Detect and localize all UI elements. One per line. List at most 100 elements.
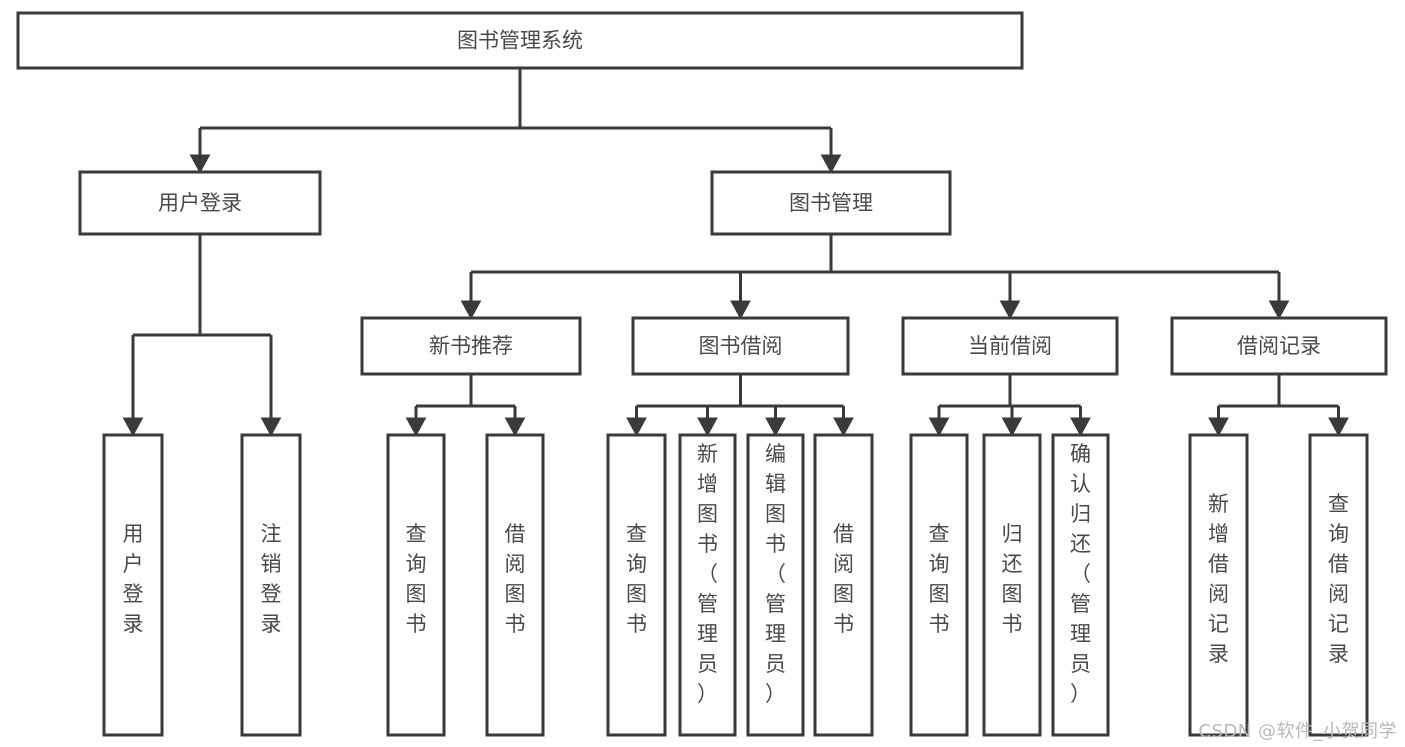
node-box-leaf-confirm-return[interactable]	[1051, 433, 1110, 737]
svg-text:登: 登	[123, 582, 144, 606]
svg-text:询: 询	[929, 552, 950, 576]
svg-text:增: 增	[697, 472, 718, 496]
svg-text:阅: 阅	[505, 552, 526, 576]
svg-text:（: （	[765, 562, 786, 586]
svg-text:管: 管	[765, 592, 786, 616]
node-label-current-borrow: 当前借阅	[968, 334, 1052, 358]
node-label-book-manage: 图书管理	[789, 191, 873, 215]
svg-text:录: 录	[1208, 642, 1229, 666]
svg-text:）: ）	[1070, 682, 1091, 706]
node-box-leaf-return-book[interactable]	[982, 433, 1042, 737]
svg-text:新: 新	[1208, 492, 1229, 516]
svg-text:（: （	[697, 562, 718, 586]
svg-text:认: 认	[1070, 472, 1091, 496]
svg-text:（: （	[1070, 562, 1091, 586]
node-box-book-borrow[interactable]	[631, 316, 850, 376]
node-box-borrow-record[interactable]	[1170, 316, 1388, 376]
svg-text:录: 录	[123, 612, 144, 636]
svg-text:书: 书	[1002, 612, 1023, 636]
node-label-borrow-record: 借阅记录	[1237, 334, 1321, 358]
svg-text:新: 新	[697, 442, 718, 466]
node-box-user-login[interactable]	[78, 170, 322, 236]
svg-text:书: 书	[505, 612, 526, 636]
svg-text:图: 图	[505, 582, 526, 606]
svg-text:理: 理	[697, 622, 718, 646]
svg-text:图: 图	[697, 502, 718, 526]
watermark-text: CSDN @软件_小贺同学	[1198, 721, 1397, 742]
svg-text:书: 书	[765, 532, 786, 556]
svg-text:归: 归	[1002, 522, 1023, 546]
node-box-leaf-query-book-1[interactable]	[386, 433, 446, 737]
svg-text:查: 查	[406, 522, 427, 546]
svg-text:书: 书	[929, 612, 950, 636]
svg-text:记: 记	[1328, 612, 1349, 636]
node-boxes	[16, 11, 1388, 737]
node-box-leaf-query-book-2[interactable]	[606, 433, 667, 737]
svg-text:理: 理	[765, 622, 786, 646]
svg-text:录: 录	[261, 612, 282, 636]
node-box-leaf-add-record[interactable]	[1188, 433, 1249, 737]
svg-text:查: 查	[1328, 492, 1349, 516]
svg-text:还: 还	[1070, 532, 1091, 556]
svg-text:录: 录	[1328, 642, 1349, 666]
svg-text:）: ）	[697, 682, 718, 706]
node-box-new-book-rec[interactable]	[360, 316, 582, 376]
node-label-new-book-rec: 新书推荐	[429, 334, 513, 358]
svg-text:阅: 阅	[1208, 582, 1229, 606]
svg-text:阅: 阅	[1328, 582, 1349, 606]
svg-text:记: 记	[1208, 612, 1229, 636]
node-box-current-borrow[interactable]	[901, 316, 1119, 376]
svg-text:辑: 辑	[765, 472, 786, 496]
node-box-leaf-query-book-3[interactable]	[909, 433, 969, 737]
svg-text:员: 员	[1070, 652, 1091, 676]
svg-text:归: 归	[1070, 502, 1091, 526]
svg-text:询: 询	[1328, 522, 1349, 546]
node-box-leaf-query-record[interactable]	[1308, 433, 1369, 737]
node-box-leaf-borrow-book-2[interactable]	[813, 433, 874, 737]
node-box-leaf-add-book[interactable]	[678, 433, 737, 737]
node-labels: 图书管理系统用户登录图书管理新书推荐图书借阅当前借阅借阅记录用户登录注销登录查询…	[123, 29, 1350, 707]
svg-text:还: 还	[1002, 552, 1023, 576]
svg-text:销: 销	[261, 552, 282, 576]
svg-text:理: 理	[1070, 622, 1091, 646]
node-box-leaf-borrow-book-1[interactable]	[485, 433, 545, 737]
node-box-leaf-logout[interactable]	[240, 433, 302, 737]
svg-text:图: 图	[1002, 582, 1023, 606]
svg-text:管: 管	[697, 592, 718, 616]
svg-text:图: 图	[626, 582, 647, 606]
node-box-book-manage[interactable]	[710, 170, 952, 236]
svg-text:员: 员	[697, 652, 718, 676]
svg-text:图: 图	[406, 582, 427, 606]
svg-text:查: 查	[929, 522, 950, 546]
node-label-root: 图书管理系统	[457, 29, 583, 53]
node-box-root[interactable]	[16, 11, 1024, 70]
node-label-user-login: 用户登录	[158, 191, 242, 215]
svg-text:图: 图	[833, 582, 854, 606]
svg-text:确: 确	[1070, 442, 1091, 466]
svg-text:借: 借	[1208, 552, 1229, 576]
svg-text:借: 借	[833, 522, 854, 546]
node-label-book-borrow: 图书借阅	[699, 334, 783, 358]
connector-edges	[122, 68, 1349, 437]
svg-text:用: 用	[123, 522, 144, 546]
svg-text:借: 借	[1328, 552, 1349, 576]
svg-text:询: 询	[626, 552, 647, 576]
svg-text:阅: 阅	[833, 552, 854, 576]
node-box-leaf-edit-book[interactable]	[746, 433, 805, 737]
svg-text:员: 员	[765, 652, 786, 676]
svg-text:借: 借	[505, 522, 526, 546]
node-box-leaf-user-login[interactable]	[102, 433, 164, 737]
svg-text:登: 登	[261, 582, 282, 606]
svg-text:增: 增	[1208, 522, 1229, 546]
svg-text:图: 图	[929, 582, 950, 606]
